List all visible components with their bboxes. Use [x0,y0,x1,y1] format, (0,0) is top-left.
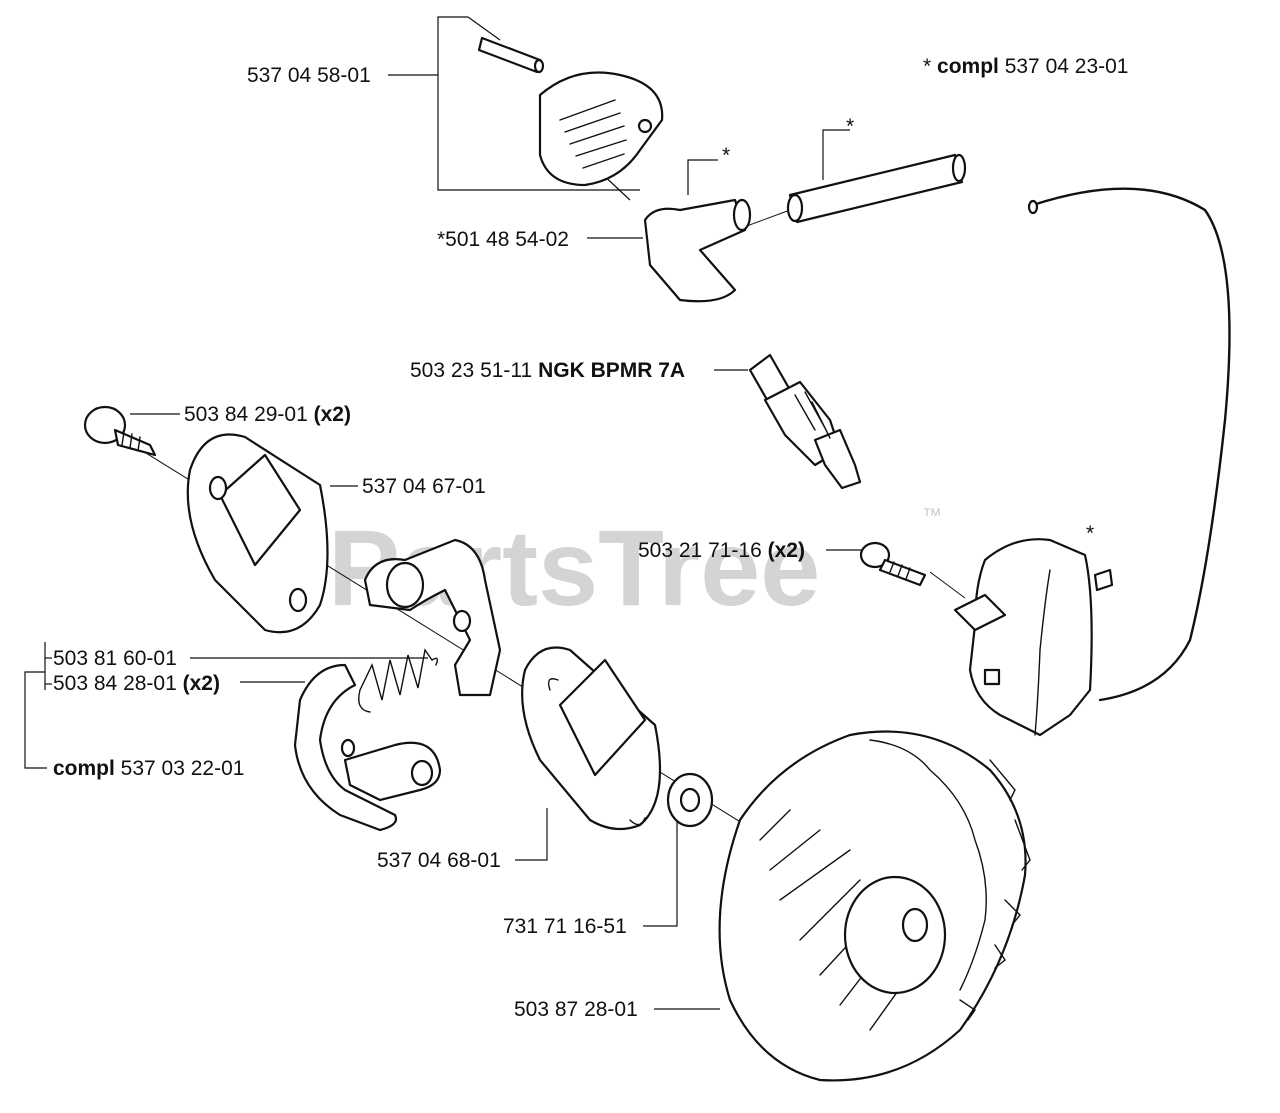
spark-plug-part [748,353,862,490]
label-coil-screw: 503 21 71-16 (x2) [638,539,805,562]
tube-part [786,153,967,224]
label-star-coil: * [1086,522,1094,545]
ignition-boot-part [643,198,752,303]
label-spark-plug: 503 23 51-11 NGK BPMR 7A [410,359,685,382]
trademark-symbol: ™ [922,505,942,527]
clutch-hub-part [363,538,502,697]
pin-part [477,36,545,74]
label-star-cap: * [722,144,730,167]
coil-screw-part [859,541,927,587]
part-labels: 537 04 58-01 * compl 537 04 23-01 *501 4… [53,55,1128,1021]
label-plate-a: 537 04 67-01 [362,475,486,498]
label-kit-note: * compl 537 04 23-01 [923,55,1128,78]
screw-a-part [83,405,157,457]
clutch-plate-a-part [186,433,329,634]
clutch-plate-b-part [521,646,662,831]
label-star-tube: * [846,115,854,138]
label-cover-number: 537 04 58-01 [247,64,371,87]
label-flywheel: 503 87 28-01 [514,998,638,1021]
label-plate-b: 537 04 68-01 [377,849,501,872]
label-boot-number: *501 48 54-02 [437,228,569,251]
label-screw-a: 503 84 29-01 (x2) [184,403,351,426]
leader-lines [24,16,1091,1010]
label-shoe-screw: 503 84 28-01 (x2) [53,672,220,695]
ignition-coil-part [953,538,1114,737]
label-clutch-kit: compl 537 03 22-01 [53,757,244,780]
washer-part [666,772,714,828]
spark-plug-cover-part [538,71,664,187]
spring-part [358,648,439,713]
flywheel-part [718,730,1031,1082]
label-spring: 503 81 60-01 [53,647,177,670]
label-washer: 731 71 16-51 [503,915,627,938]
ignition-wire [1027,187,1231,702]
clutch-shoe-part [293,663,442,832]
